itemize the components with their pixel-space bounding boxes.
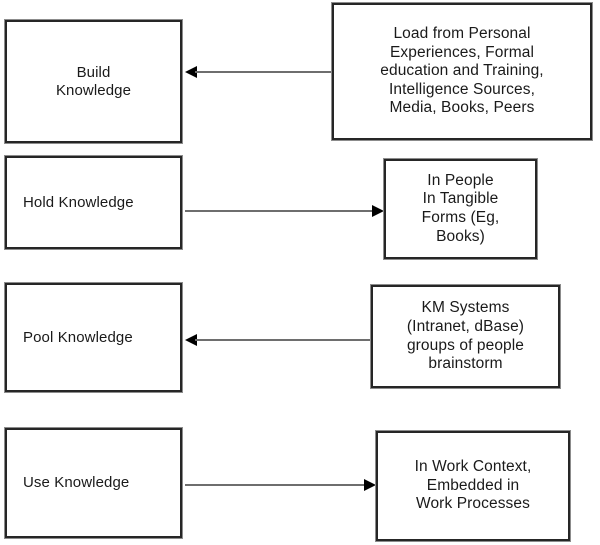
arrow-head-right-icon	[364, 479, 376, 491]
connector-arrow-pool-knowledge	[185, 334, 371, 346]
arrow-shaft	[185, 484, 366, 486]
arrow-head-right-icon	[372, 205, 384, 217]
arrow-shaft	[195, 71, 332, 73]
detail-label-hold-knowledge: In People In Tangible Forms (Eg, Books)	[421, 171, 500, 245]
stage-box-use-knowledge[interactable]: Use Knowledge	[5, 428, 182, 538]
arrow-shaft	[195, 339, 371, 341]
connector-arrow-build-knowledge	[185, 66, 332, 78]
stage-box-hold-knowledge[interactable]: Hold Knowledge	[5, 156, 182, 249]
detail-box-pool-knowledge[interactable]: KM Systems (Intranet, dBase) groups of p…	[371, 285, 560, 388]
detail-label-build-knowledge: Load from Personal Experiences, Formal e…	[380, 25, 544, 117]
detail-box-use-knowledge[interactable]: In Work Context, Embedded in Work Proces…	[376, 431, 570, 541]
detail-label-use-knowledge: In Work Context, Embedded in Work Proces…	[414, 458, 532, 513]
connector-arrow-hold-knowledge	[185, 205, 384, 217]
stage-box-build-knowledge[interactable]: Build Knowledge	[5, 20, 182, 143]
stage-label-pool-knowledge: Pool Knowledge	[23, 328, 133, 346]
arrow-head-left-icon	[185, 66, 197, 78]
detail-label-pool-knowledge: KM Systems (Intranet, dBase) groups of p…	[406, 299, 525, 373]
detail-box-build-knowledge[interactable]: Load from Personal Experiences, Formal e…	[332, 3, 592, 140]
stage-box-pool-knowledge[interactable]: Pool Knowledge	[5, 283, 182, 392]
arrow-shaft	[185, 210, 374, 212]
stage-label-build-knowledge: Build Knowledge	[55, 63, 132, 99]
stage-label-hold-knowledge: Hold Knowledge	[23, 193, 134, 211]
arrow-head-left-icon	[185, 334, 197, 346]
detail-box-hold-knowledge[interactable]: In People In Tangible Forms (Eg, Books)	[384, 159, 537, 259]
stage-label-use-knowledge: Use Knowledge	[23, 474, 130, 492]
connector-arrow-use-knowledge	[185, 479, 376, 491]
